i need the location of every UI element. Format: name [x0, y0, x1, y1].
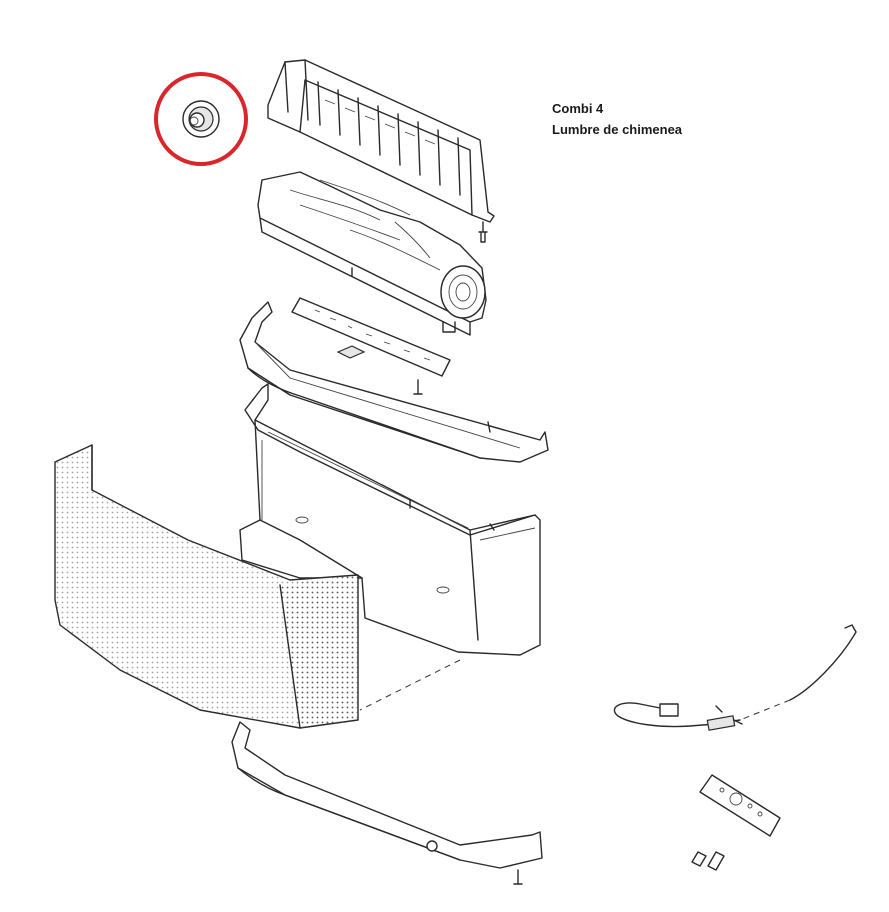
batteries-part	[691, 851, 725, 871]
bottom-trim-part	[231, 721, 543, 885]
remote-control-part	[699, 774, 781, 837]
fireplace-frame-part	[239, 383, 541, 711]
back-bracket-part	[267, 59, 495, 243]
diagram-caption: Combi 4 Lumbre de chimenea	[552, 98, 682, 140]
power-cable-part	[613, 624, 857, 731]
control-board-part	[291, 297, 451, 395]
top-trim-part	[239, 301, 549, 463]
caption-product-name: Lumbre de chimenea	[552, 122, 683, 137]
mesh-screen-part	[54, 444, 359, 729]
control-knob-part	[182, 100, 220, 138]
caption-model: Combi 4	[552, 101, 604, 116]
highlight-circle	[154, 72, 248, 166]
log-set-part	[257, 171, 487, 336]
